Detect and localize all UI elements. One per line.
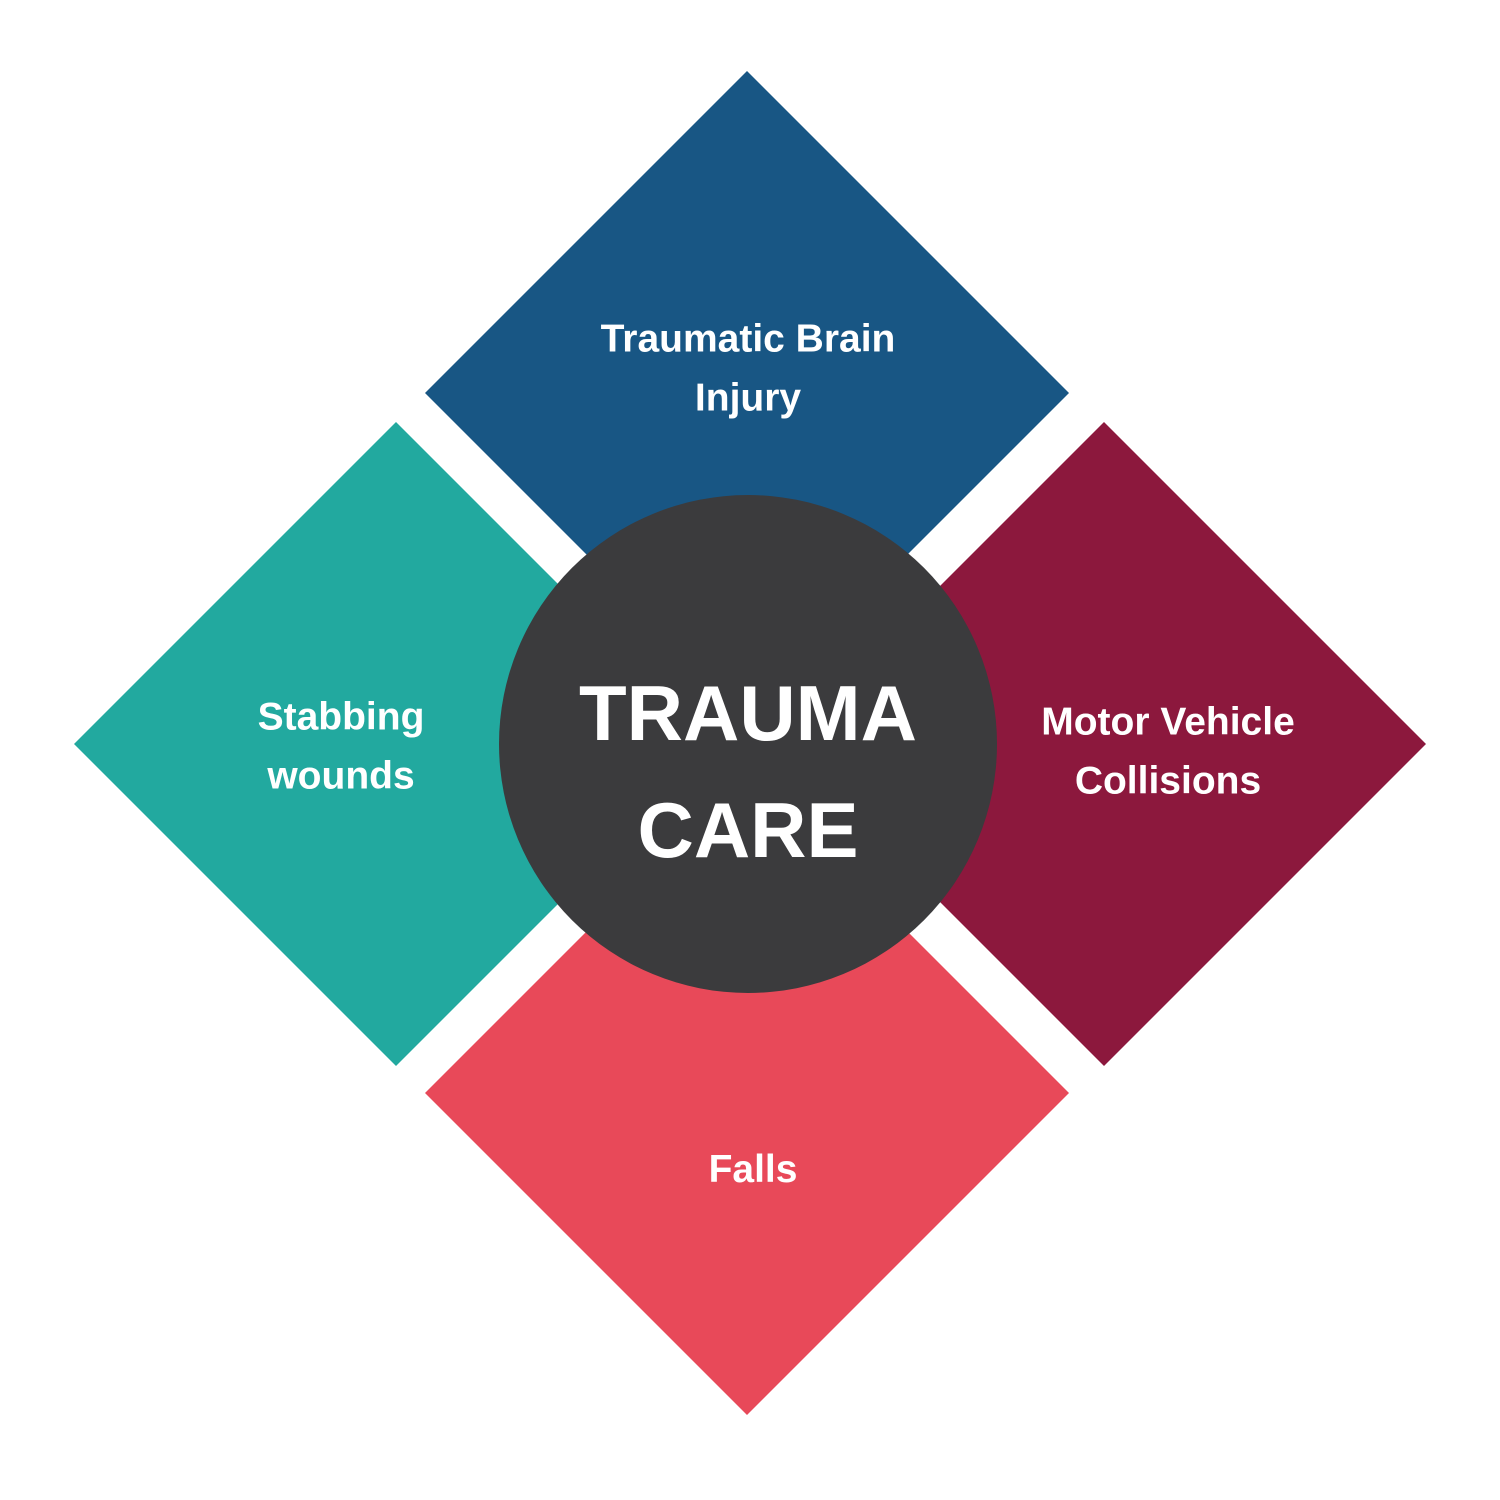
label-top-line1: Traumatic Brain	[600, 317, 896, 361]
label-falls: Falls	[709, 1141, 798, 1200]
center-circle	[499, 495, 997, 993]
label-right-line2: Collisions	[1074, 759, 1262, 802]
label-left-line2: wounds	[267, 754, 415, 797]
label-bottom-line1: Falls	[708, 1147, 798, 1191]
center-title: TRAUMA CARE	[579, 655, 917, 889]
petal-motor-vehicle-collisions	[782, 422, 1426, 1066]
label-right-line1: Motor Vehicle	[1041, 700, 1295, 744]
label-left-line1: Stabbing	[257, 695, 425, 739]
center-title-line2: CARE	[637, 786, 859, 874]
petal-stabbing-wounds	[74, 422, 718, 1066]
label-motor-vehicle-collisions: Motor Vehicle Collisions	[1041, 694, 1295, 811]
label-stabbing-wounds: Stabbing wounds	[258, 689, 425, 806]
label-traumatic-brain-injury: Traumatic Brain Injury	[601, 311, 896, 428]
label-top-line2: Injury	[694, 376, 802, 419]
center-title-line1: TRAUMA	[579, 669, 917, 757]
